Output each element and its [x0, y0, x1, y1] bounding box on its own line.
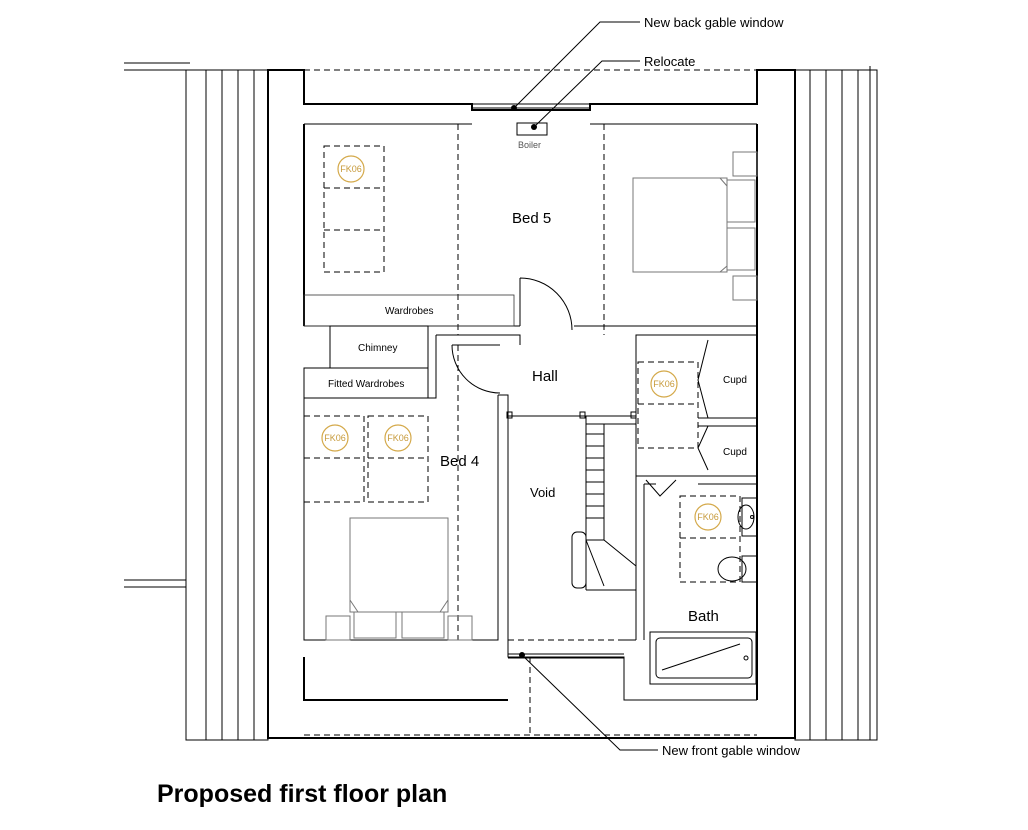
bathroom: [636, 475, 758, 685]
label-fitted-wardrobes: Fitted Wardrobes: [328, 379, 404, 390]
label-cupd-upper: Cupd: [723, 375, 747, 386]
svg-text:FK06: FK06: [653, 379, 675, 389]
svg-text:New back gable window: New back gable window: [644, 15, 784, 30]
bed5-room: [303, 122, 758, 335]
stairwell: [508, 416, 637, 641]
label-chimney: Chimney: [358, 343, 397, 354]
rooflight-fk06-bath: FK06: [694, 503, 722, 531]
svg-text:FK06: FK06: [340, 164, 362, 174]
label-wardrobes: Wardrobes: [385, 306, 434, 317]
bed4-room: [303, 335, 501, 641]
svg-text:FK06: FK06: [387, 433, 409, 443]
annotation-front-gable: New front gable window: [521, 654, 801, 758]
label-cupd-lower: Cupd: [723, 447, 747, 458]
cupboards: [635, 334, 757, 485]
drawing-title: Proposed first floor plan: [157, 780, 448, 808]
annotation-relocate: Relocate: [533, 54, 695, 128]
rooflight-fk06-hall: FK06: [650, 370, 678, 398]
svg-text:Relocate: Relocate: [644, 54, 695, 69]
annotation-back-gable: New back gable window: [513, 15, 784, 109]
label-boiler: Boiler: [518, 140, 541, 150]
rooflight-fk06-bed4-left: FK06: [321, 424, 349, 452]
room-label-bed5: Bed 5: [512, 210, 551, 227]
room-label-void: Void: [530, 485, 555, 500]
room-label-hall: Hall: [532, 368, 558, 385]
chimney-block: [303, 325, 521, 399]
svg-text:New front gable window: New front gable window: [662, 743, 801, 758]
rooflight-fk06-bed4-right: FK06: [384, 424, 412, 452]
hall-area: [498, 394, 757, 701]
room-label-bed4: Bed 4: [440, 453, 479, 470]
svg-text:FK06: FK06: [697, 512, 719, 522]
front-gable-window: [508, 652, 624, 735]
rooflight-fk06-bed5: FK06: [337, 155, 365, 183]
left-roof-slope: [124, 62, 269, 741]
room-label-bath: Bath: [688, 608, 719, 625]
right-roof-slope: [794, 66, 878, 741]
svg-text:FK06: FK06: [324, 433, 346, 443]
roof-outline: [304, 69, 757, 736]
